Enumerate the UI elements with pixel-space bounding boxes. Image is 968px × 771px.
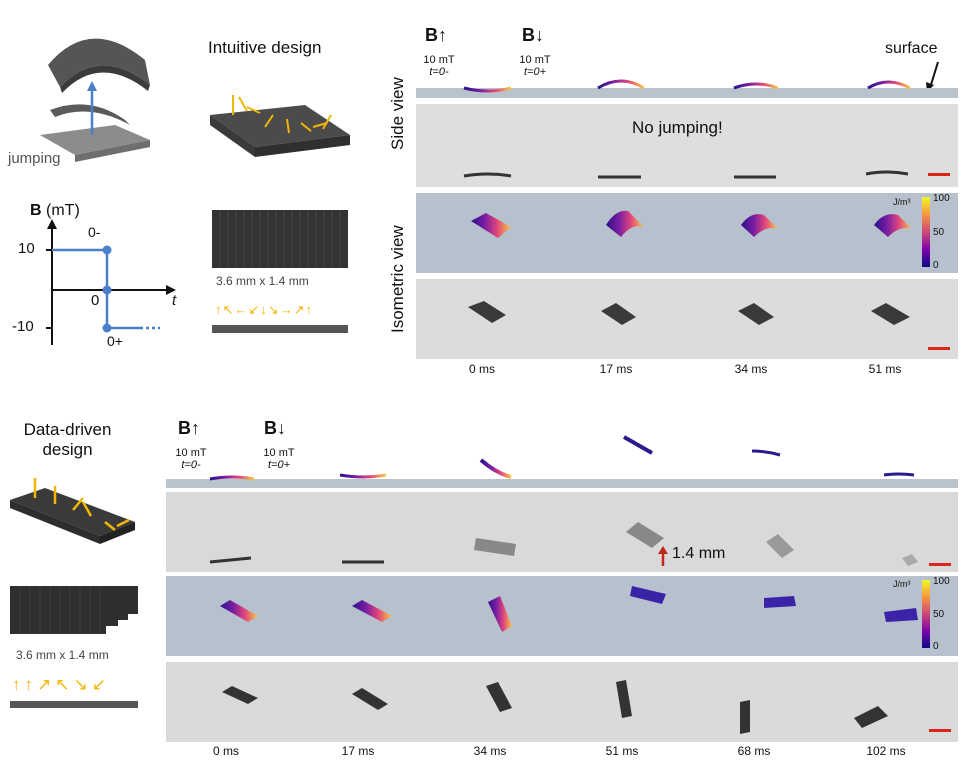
top-time-2: 34 ms [734,362,768,376]
intuitive-design-title: Intuitive design [208,38,322,57]
bottom-time-4: 68 ms [737,744,771,758]
field-plot [46,219,176,345]
intuitive-magnetization: ↑↖←↙↓↘→↗↑ [215,302,314,317]
bottom-cb-min: 0 [933,641,939,652]
tick-10: 10 [18,240,35,257]
data-driven-topview [10,586,138,634]
bottom-colorbar [922,580,930,648]
intuitive-design-topview [212,210,348,268]
bottom-side-sim-shapes [209,435,915,481]
bottom-iso-sim-panel [166,576,958,656]
top-colorbar-unit: J/m³ [893,197,911,207]
data-driven-profile-bar [10,701,138,708]
no-jumping-text: No jumping! [632,118,723,137]
top-side-sim-shapes [463,79,911,93]
top-iso-scalebar [928,347,950,350]
b-down-top: B↓ [522,25,544,45]
b-up-bottom: B↑ [178,418,200,438]
top-time-1: 17 ms [599,362,633,376]
jump-height-arrow [658,546,668,566]
point-plus-label: 0+ [107,333,123,349]
top-side-scalebar [928,173,950,176]
t-axis-label: t [172,292,177,309]
top-iso-sim-panel [416,193,958,273]
data-driven-model [10,478,135,544]
intuitive-dimensions: 3.6 mm x 1.4 mm [216,274,309,288]
bottom-colorbar-unit: J/m³ [893,579,911,589]
top-cb-mid: 50 [933,227,945,238]
bottom-time-1: 17 ms [341,744,375,758]
bottom-iso-photo-shapes [222,680,888,734]
data-driven-dimensions: 3.6 mm x 1.4 mm [16,648,109,662]
top-surface-strip [416,88,958,98]
bottom-time-5: 102 ms [866,744,906,758]
tick-origin: 0 [91,292,100,309]
isometric-view-label: Isometric view [388,225,407,333]
bottom-iso-scalebar [929,729,951,732]
field-axis-title: B (mT) [30,202,80,219]
bottom-time-3: 51 ms [605,744,639,758]
jump-height-label: 1.4 mm [672,545,726,562]
top-side-photo-shapes [463,170,909,179]
tick-neg10: -10 [12,318,34,335]
data-driven-magnetization: ↑↑↗↖↘↙ [12,675,110,694]
top-colorbar [922,197,930,267]
jumping-illustration [40,38,150,162]
bottom-cb-max: 100 [933,576,950,587]
surface-label: surface [885,40,938,57]
b-up-top: B↑ [425,25,447,45]
bottom-side-photo-shapes [209,522,918,566]
bottom-time-0: 0 ms [212,744,239,758]
intuitive-design-model [210,95,350,157]
top-cb-min: 0 [933,260,939,271]
intuitive-profile-bar [212,325,348,333]
bottom-time-2: 34 ms [473,744,507,758]
b-down-bottom: B↓ [264,418,286,438]
top-time-0: 0 ms [468,362,495,376]
bottom-surface-strip [166,479,958,488]
bottom-side-photo-panel [166,492,958,572]
bottom-side-scalebar [929,563,951,566]
side-view-label: Side view [388,77,407,150]
bottom-iso-photo-panel [166,662,958,742]
jumping-label: jumping [8,150,61,167]
top-iso-photo-panel [416,279,958,359]
bottom-cb-mid: 50 [933,609,945,620]
top-iso-sim-shapes [471,210,912,238]
top-iso-photo-shapes [468,301,910,325]
top-cb-max: 100 [933,193,950,204]
top-time-3: 51 ms [868,362,902,376]
bottom-iso-sim-shapes [220,586,918,632]
point-minus-label: 0- [88,224,101,240]
